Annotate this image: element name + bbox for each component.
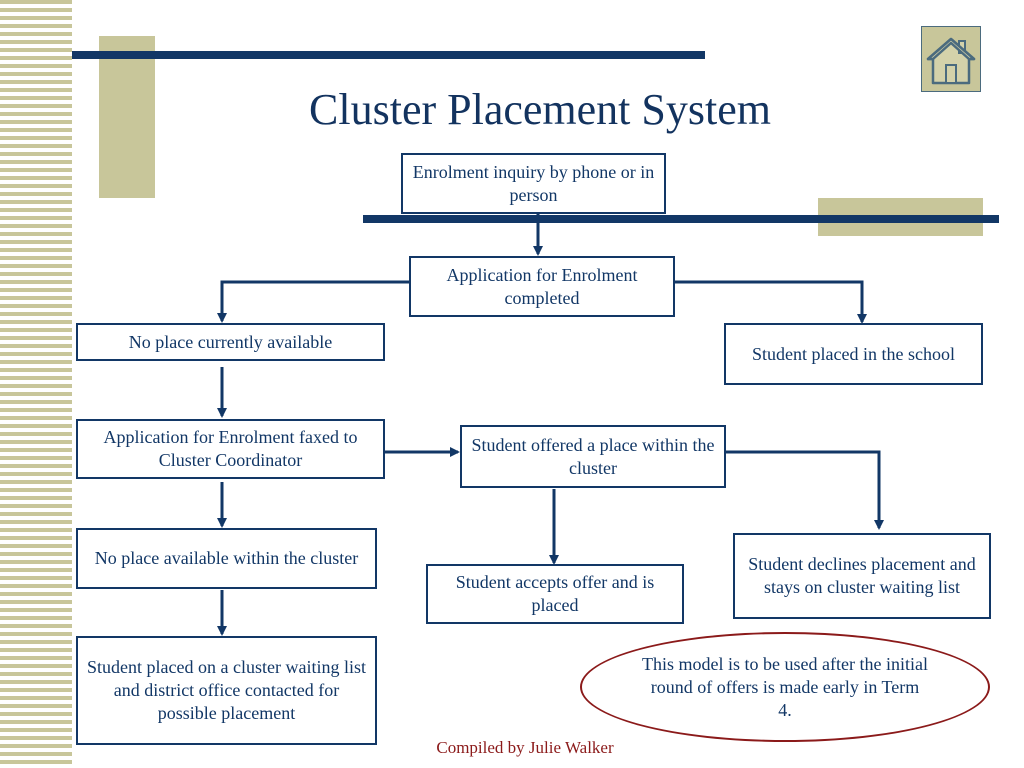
node-application-faxed: Application for Enrolment faxed to Clust…: [76, 419, 385, 479]
page-title: Cluster Placement System: [309, 85, 771, 134]
node-declines-placement: Student declines placement and stays on …: [733, 533, 991, 619]
node-accepts-offer-label: Student accepts offer and is placed: [455, 572, 655, 615]
khaki-accent-block-left: [99, 36, 155, 198]
navy-rule-top: [72, 51, 705, 59]
usage-note-oval: This model is to be used after the initi…: [580, 632, 990, 742]
node-application-completed: Application for Enrolment completed: [409, 256, 675, 317]
node-offered-place-cluster: Student offered a place within the clust…: [460, 425, 726, 488]
usage-note-text: This model is to be used after the initi…: [642, 653, 928, 720]
node-waiting-list-label: Student placed on a cluster waiting list…: [87, 657, 366, 723]
node-student-placed-school: Student placed in the school: [724, 323, 983, 385]
node-enrolment-inquiry-label: Enrolment inquiry by phone or in person: [412, 161, 655, 205]
node-no-place-cluster: No place available within the cluster: [76, 528, 377, 589]
node-no-place-available: No place currently available: [76, 323, 385, 361]
node-student-placed-school-label: Student placed in the school: [752, 343, 955, 364]
navy-rule-middle: [363, 215, 999, 223]
node-application-faxed-label: Application for Enrolment faxed to Clust…: [103, 427, 358, 470]
node-no-place-available-label: No place currently available: [128, 331, 333, 352]
arrow-application-to-no-place: [217, 280, 410, 323]
node-accepts-offer: Student accepts offer and is placed: [426, 564, 684, 624]
footer-credit: Compiled by Julie Walker: [436, 738, 614, 757]
arrow-offered-to-declines: [726, 450, 884, 530]
node-offered-place-cluster-label: Student offered a place within the clust…: [471, 434, 715, 478]
arrow-application-to-placed-school: [675, 280, 867, 324]
node-waiting-list: Student placed on a cluster waiting list…: [76, 636, 377, 745]
node-no-place-cluster-label: No place available within the cluster: [94, 548, 359, 568]
node-enrolment-inquiry: Enrolment inquiry by phone or in person: [401, 153, 666, 214]
node-declines-placement-label: Student declines placement and stays on …: [748, 554, 976, 597]
home-icon: [926, 37, 976, 85]
node-application-completed-label: Application for Enrolment completed: [446, 264, 638, 308]
striped-side-bar: [0, 0, 72, 768]
home-button[interactable]: [921, 26, 981, 92]
